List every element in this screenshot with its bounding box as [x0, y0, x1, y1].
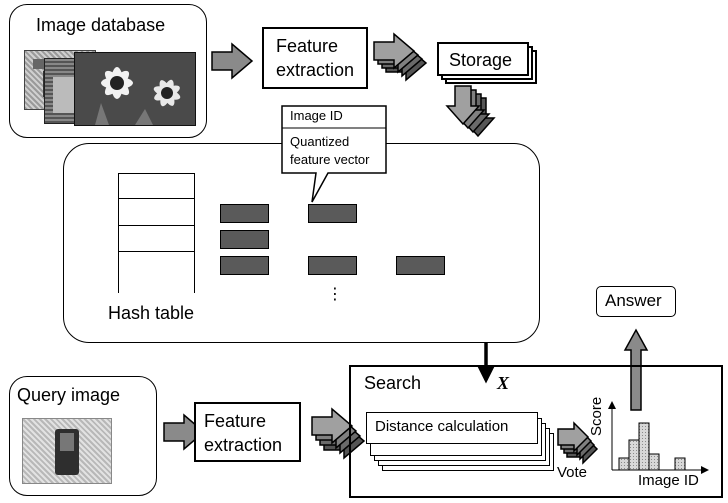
callout-feature-vector: feature vector — [290, 152, 370, 167]
stacked-arrow-storage-down — [445, 85, 496, 138]
block-arrow-to-answer — [623, 328, 649, 411]
flower-photo-graphic — [75, 53, 195, 125]
hash-table-label: Hash table — [108, 303, 195, 323]
answer-label: Answer — [605, 291, 662, 310]
entry-block — [308, 204, 357, 223]
storage-box: Storage — [437, 42, 529, 76]
feature-extraction-top-box: Feature extraction — [262, 27, 368, 89]
feature-extraction-top-line2: extraction — [276, 60, 355, 80]
storage-label: Storage — [449, 50, 513, 70]
image-database-label: Image database — [36, 15, 166, 35]
callout-quantized: Quantized — [290, 134, 350, 149]
callout-image-id: Image ID — [290, 108, 343, 123]
block-arrow-db-to-feature — [211, 42, 254, 80]
search-panel — [349, 365, 723, 498]
query-photo — [22, 418, 112, 484]
database-photo-front — [74, 52, 196, 126]
distance-calculation-box: Distance calculation — [366, 412, 538, 444]
chain-ellipsis: ⋮ — [327, 286, 343, 303]
histogram-y-label: Score — [588, 396, 605, 436]
feature-extraction-top-line1: Feature — [276, 36, 339, 56]
query-image-label: Query image — [17, 385, 121, 405]
callout-graphic — [281, 105, 387, 203]
hash-table-panel — [63, 143, 540, 343]
x-symbol: X — [497, 373, 510, 393]
hash-table — [118, 173, 195, 293]
histogram-x-label: Image ID — [638, 472, 699, 489]
distance-calculation-label: Distance calculation — [375, 418, 509, 435]
vote-label: Vote — [557, 464, 588, 481]
entry-block — [308, 256, 357, 275]
stacked-arrow-distance-to-vote — [557, 421, 599, 465]
entry-block — [220, 230, 269, 249]
feature-extraction-bottom-line1: Feature — [204, 411, 267, 431]
entry-block — [220, 204, 269, 223]
search-label: Search — [364, 373, 422, 393]
entry-block — [220, 256, 269, 275]
entry-block — [396, 256, 445, 275]
feature-extraction-bottom-box: Feature extraction — [194, 402, 301, 462]
feature-extraction-bottom-line2: extraction — [204, 435, 283, 455]
answer-box: Answer — [596, 286, 676, 317]
stacked-arrow-feature-to-search — [311, 407, 366, 460]
stacked-arrow-feature-to-storage — [373, 32, 428, 82]
